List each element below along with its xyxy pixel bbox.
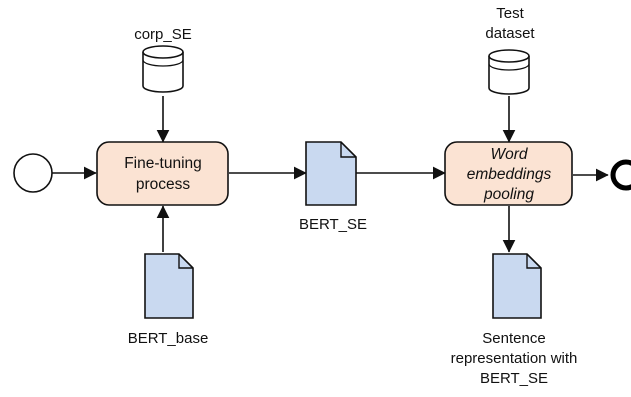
test-dataset-label-line-1: Test [496,5,524,22]
bert-base-label: BERT_base [128,330,209,347]
sentence-rep-label-line-2: representation with [451,350,578,367]
process-fine-tuning: Fine-tuning process [96,141,229,206]
pooling-label-line-3: pooling [483,186,534,203]
datastore-ring [142,59,184,67]
pooling-label-line-1: Word [490,146,528,163]
document-icon [144,253,194,319]
document-icon [492,253,542,319]
bert-se-label: BERT_SE [299,216,367,233]
corp-se-label: corp_SE [134,26,192,43]
sentence-rep-label-line-1: Sentence [482,330,545,347]
datastore-ring [488,63,530,71]
datastore-body [488,56,530,95]
document-bert-base: BERT_base [128,253,209,347]
fine-tuning-label-line-2: process [136,176,191,193]
end-event [610,159,631,191]
datastore-body [142,52,184,93]
edges [52,96,609,253]
datastore-top [142,45,184,59]
process-box [444,141,573,206]
process-word-embeddings-pooling: Word embeddings pooling [444,141,573,206]
test-dataset-label-line-2: dataset [485,25,535,42]
start-event [13,153,53,193]
datastore-top [488,49,530,63]
datastore-corp-se: corp_SE [134,26,192,93]
document-fold [340,142,356,158]
pooling-label-line-2: embeddings [467,166,552,183]
sentence-rep-label-line-3: BERT_SE [480,370,548,387]
fine-tuning-label-line-1: Fine-tuning [124,155,202,172]
document-icon [305,141,357,206]
process-box [96,141,229,206]
datastore-test-dataset: Test dataset [485,5,535,95]
document-sentence-representation: Sentence representation with BERT_SE [451,253,578,387]
document-fold [526,254,541,269]
document-fold [178,254,193,269]
document-bert-se: BERT_SE [299,141,367,233]
